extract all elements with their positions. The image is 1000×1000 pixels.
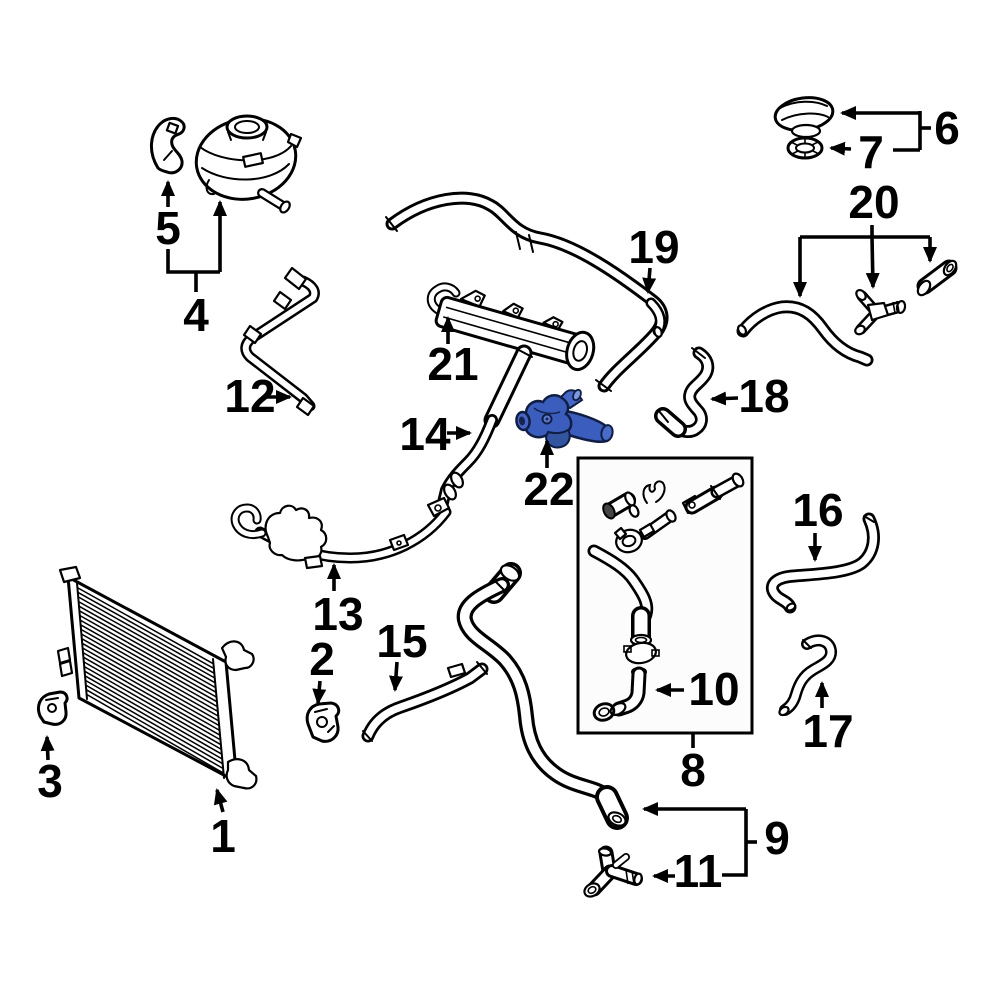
callout-16: 16	[792, 484, 843, 536]
retaining-clip	[642, 480, 666, 504]
hose-lower-connector	[607, 811, 627, 827]
callout-8: 8	[680, 744, 706, 796]
callout-20: 20	[848, 176, 899, 228]
radiator-top-bracket	[58, 565, 82, 584]
callout-19: 19	[628, 221, 679, 273]
part-18-hose	[659, 348, 708, 432]
part-19-hose	[385, 198, 663, 391]
part-9-radiator-hose	[465, 562, 628, 828]
callout-10: 10	[688, 663, 739, 715]
callout-9: 9	[764, 812, 790, 864]
callout-4: 4	[183, 289, 209, 341]
callout-1: 1	[210, 810, 236, 862]
callout-17: 17	[802, 705, 853, 757]
part-1-radiator	[56, 565, 258, 790]
part-16-hose	[772, 516, 874, 612]
pipe-end-fitting	[295, 396, 316, 417]
callouts: 1 2 3 5 4 6 7 8 9 11 10 12 13 14 15 16 1…	[37, 102, 960, 897]
part-4-expansion-tank	[194, 114, 303, 214]
callout-5: 5	[155, 202, 181, 254]
pipe-tab	[426, 496, 451, 518]
radiator-left-tab2	[58, 659, 74, 678]
callout-3: 3	[37, 755, 63, 807]
part-20-hose-group	[736, 259, 958, 360]
part-12-hose-pipe	[244, 266, 316, 417]
callout-22: 22	[523, 463, 574, 515]
radiator-lower-mount	[225, 758, 258, 790]
callout-12: 12	[224, 370, 275, 422]
callout-13: 13	[312, 588, 363, 640]
part-22-thermostat-housing-highlighted	[515, 388, 614, 449]
part-21-pipe-assembly	[431, 283, 596, 372]
callout-11: 11	[674, 845, 723, 897]
radiator-upper-mount	[220, 640, 255, 672]
part-2-bracket	[305, 701, 341, 743]
tank-filler-neck	[225, 114, 269, 140]
callout-7: 7	[858, 126, 884, 178]
part-6-reservoir-cap	[773, 96, 835, 139]
callout-14: 14	[399, 408, 451, 460]
part-14-hose	[441, 349, 533, 511]
callout-6: 6	[934, 102, 960, 154]
o-ring	[592, 702, 616, 722]
callout-21: 21	[427, 338, 478, 390]
part-17-hose	[778, 640, 831, 717]
part-11-connector	[583, 848, 643, 898]
part-5-bracket	[150, 116, 186, 175]
part-15-hose	[363, 661, 487, 741]
tank-nozzle	[279, 200, 291, 214]
part-7-cap-seal-ring	[786, 136, 824, 160]
callout-2: 2	[309, 633, 335, 685]
callout-15: 15	[376, 615, 427, 667]
radiator-fins	[77, 586, 224, 774]
part-3-bracket	[36, 690, 69, 726]
part-13-water-pipe	[235, 496, 451, 570]
valve-body	[866, 301, 890, 322]
sensor-tip	[602, 502, 616, 520]
callout-18: 18	[738, 370, 789, 422]
pipe-end-fitting	[283, 266, 308, 291]
lower-tab	[544, 428, 571, 449]
pipe-bracket	[264, 504, 328, 562]
seal-washer	[628, 504, 640, 518]
